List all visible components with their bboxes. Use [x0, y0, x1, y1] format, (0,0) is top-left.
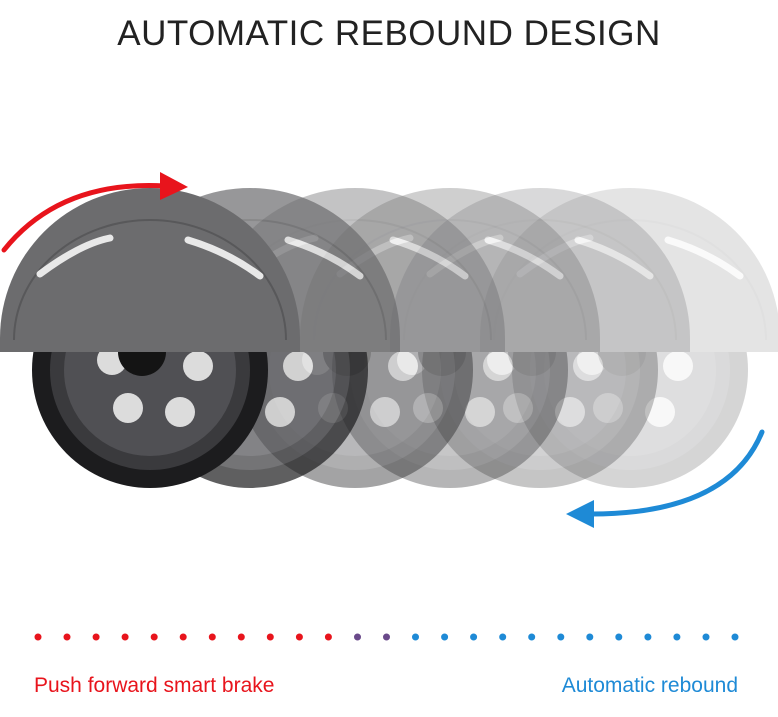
dot-brake [324, 633, 332, 641]
dot-rebound [412, 633, 419, 641]
dot-brake [237, 633, 245, 641]
dot-brake [34, 633, 42, 641]
dotted-line [34, 633, 739, 641]
dot-brake [179, 633, 187, 641]
dot-rebound [702, 633, 710, 641]
dot-rebound [499, 633, 507, 641]
dot-rebound [731, 633, 739, 641]
dot-rebound [586, 633, 594, 641]
dot-rebound [644, 633, 652, 641]
dot-brake [121, 633, 129, 641]
dot-transition [354, 633, 361, 641]
dot-rebound [673, 633, 681, 641]
forward-arrow-icon [1, 172, 188, 253]
rebound-arrow-icon [566, 429, 765, 528]
dot-brake [92, 633, 100, 641]
dot-brake [150, 633, 158, 641]
dot-brake [266, 633, 274, 641]
dot-transition [383, 633, 390, 641]
page-title: AUTOMATIC REBOUND DESIGN [117, 14, 661, 53]
dot-rebound [470, 633, 478, 641]
brake-label: Push forward smart brake [34, 674, 275, 697]
dot-rebound [441, 633, 449, 641]
dot-rebound [615, 633, 623, 641]
dot-rebound [557, 633, 565, 641]
dot-brake [208, 633, 216, 641]
dot-brake [295, 633, 303, 641]
dot-rebound [528, 633, 536, 641]
dot-brake [63, 633, 71, 641]
rebound-label: Automatic rebound [561, 674, 738, 697]
